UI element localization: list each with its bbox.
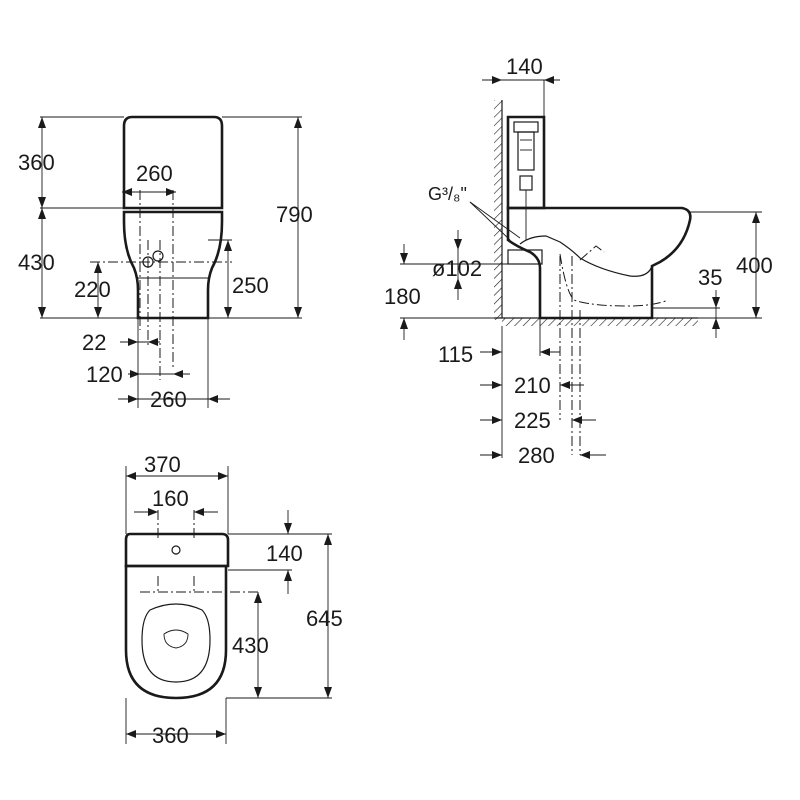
dim-side-seat-height: 400: [736, 253, 773, 278]
dim-side-wall-225: 225: [514, 408, 551, 433]
dim-front-bowl-height: 430: [18, 250, 55, 275]
front-cistern-outline: [122, 115, 224, 210]
front-view: 360 260 790 430 220 250 22 120 260: [18, 115, 313, 412]
dim-side-wall-280: 280: [518, 443, 555, 468]
side-bowl-outline: [506, 206, 692, 320]
dim-side-wall-115: 115: [438, 342, 473, 367]
dim-front-offset-22: 22: [82, 330, 106, 355]
dim-top-bowl-width: 360: [152, 723, 189, 748]
top-bowl-outline: [124, 564, 228, 700]
top-view: 370 160 140 645 430 360: [124, 452, 343, 748]
dim-front-base-width: 260: [150, 387, 187, 412]
dim-front-total-height: 790: [276, 202, 313, 227]
dim-top-tank-holes: 160: [152, 486, 189, 511]
top-seat-opening: [141, 603, 211, 683]
dim-front-inlet-250: 250: [232, 273, 269, 298]
dim-front-tank-height: 360: [18, 150, 55, 175]
side-view: 140 G³/₈" ø102 180 400 35 115 210 225 28…: [384, 54, 773, 468]
label-supply-thread: G³/₈": [428, 184, 467, 204]
dim-top-overall-width: 370: [144, 452, 181, 477]
dim-side-tank-depth: 140: [506, 54, 543, 79]
dim-top-tank-depth: 140: [266, 541, 303, 566]
dim-side-outlet-height: 180: [384, 284, 421, 309]
dim-side-wall-210: 210: [514, 373, 551, 398]
dim-side-outlet-diameter: ø102: [432, 256, 482, 281]
floor-hatch: [502, 318, 698, 326]
dim-top-overall-depth: 645: [306, 606, 343, 631]
dim-front-inlet-220: 220: [74, 277, 111, 302]
wall-hatch: [494, 100, 502, 320]
dim-front-tank-width: 260: [136, 161, 173, 186]
top-tank-outline: [124, 532, 230, 568]
dim-front-offset-120: 120: [86, 362, 123, 387]
dim-side-floor-offset: 35: [698, 265, 722, 290]
dim-top-bowl-depth: 430: [232, 633, 269, 658]
inlet-right-symbol: [152, 250, 164, 262]
